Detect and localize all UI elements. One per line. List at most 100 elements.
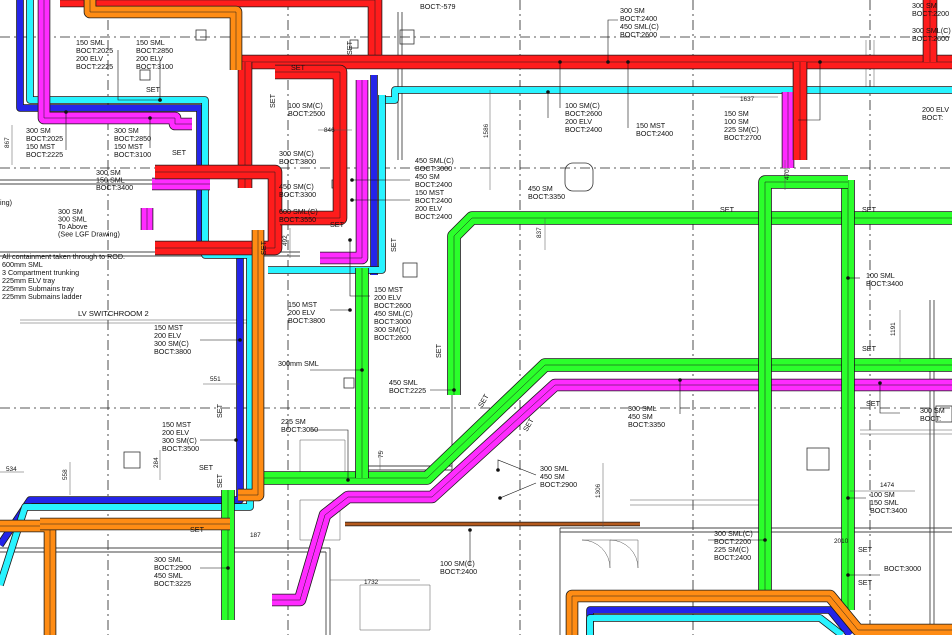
callout-a29-line: BOCT:3400 [866, 279, 903, 288]
callout-a21-line: BOCT:2400 [620, 14, 657, 23]
callout-a12-line: BOCT:2400 [415, 212, 452, 221]
callout-a8-line: BOCT:2500 [288, 109, 325, 118]
leader-dot [846, 573, 850, 577]
callout-a19-line: BOCT:3050 [281, 425, 318, 434]
dimension-label: 187 [250, 532, 261, 539]
callout-a36-line: 100 SM(C) [440, 559, 475, 568]
leader-dot [496, 468, 500, 472]
callout-a15: 300mm SML [278, 359, 319, 368]
callout-a29-line: 100 SML [866, 271, 895, 280]
callout-a21-line: 450 SML(C) [620, 22, 659, 31]
callout-a11-line: 600 SML(C) [279, 207, 318, 216]
callout-a13-line: 200 ELV [288, 308, 315, 317]
set-label: SET [345, 40, 354, 55]
callout-a12-line: 450 SM [415, 172, 440, 181]
set-label: SET [259, 240, 268, 255]
magenta-elv-tray-left-centreline [43, 0, 192, 125]
set-label: SET [389, 237, 398, 252]
callout-a27: 300 SML(C)BOCT:2600 [912, 26, 951, 43]
leader-line [499, 482, 537, 499]
callout-a5-line: 300 SM [114, 126, 139, 135]
dimension-label: 837 [536, 227, 543, 238]
leader-dot [846, 496, 850, 500]
leader-line [879, 383, 900, 414]
callout-a9: 300 SM(C)BOCT:3800 [279, 149, 316, 166]
leader-dot [350, 178, 354, 182]
set-label: SET [172, 148, 187, 157]
set-label: SET [190, 525, 205, 534]
dimension-label: 284 [153, 457, 160, 468]
callout-a30-line: BOCT:3350 [628, 420, 665, 429]
leader-dot [348, 238, 352, 242]
leader-line [349, 240, 370, 297]
callout-a2-line: 200 ELV [76, 54, 103, 63]
callout-a4-line: 300 SM [26, 126, 51, 135]
green-sml-tray-small-centreline [764, 181, 848, 600]
callout-a1: BOCT:-579 [420, 2, 456, 11]
green-sml-tray-lower-centreline [257, 364, 952, 479]
leader-line [117, 50, 160, 101]
callout-a35: BOCT:3000 [884, 564, 921, 573]
callout-a34-line: BOCT:2200 [714, 537, 751, 546]
callout-a39-line: ing) [0, 198, 12, 207]
set-label: SET [720, 205, 735, 214]
callout-a37-line: 225mm Submains ladder [2, 292, 83, 301]
red-sm-tray-return-centreline [275, 71, 341, 219]
callout-a22-line: 100 SM(C) [565, 101, 600, 110]
callout-a9-line: 300 SM(C) [279, 149, 314, 158]
callout-a28-line: BOCT: [922, 113, 943, 122]
callout-a17-line: 300 SM(C) [154, 339, 189, 348]
callout-a30-line: 300 SML [628, 404, 657, 413]
callout-a31-line: BOCT:2900 [540, 480, 577, 489]
callout-a33-line: BOCT:3400 [870, 506, 907, 515]
cyan-mst-tray-right [587, 615, 844, 635]
dimension-label: 1637 [740, 96, 755, 103]
set-label: SET [199, 463, 214, 472]
callout-a12-line: 150 MST [415, 188, 445, 197]
leader-lines [64, 19, 900, 577]
dimension-label: 1474 [880, 482, 895, 489]
leader-dot [346, 478, 350, 482]
callout-a4-line: 150 MST [26, 142, 56, 151]
leader-line [798, 62, 821, 121]
callout-a14-line: 150 MST [374, 285, 404, 294]
red-sm-tray-block-centreline [155, 171, 276, 249]
leader-dot [64, 110, 68, 114]
callout-a31-line: 300 SML [540, 464, 569, 473]
callout-a8-line: 100 SM(C) [288, 101, 323, 110]
callout-a30-line: 450 SM [628, 412, 653, 421]
callout-a5-line: BOCT:2850 [114, 134, 151, 143]
set-label: SET [866, 399, 881, 408]
dimension-label: 1732 [364, 579, 379, 586]
callout-a6-line: BOCT:3400 [96, 183, 133, 192]
dimension-label: 1191 [890, 322, 897, 336]
callout-a25-line: 150 SM [724, 109, 749, 118]
callout-a37-line: 225mm Submains tray [2, 284, 74, 293]
callout-a37: All containment taken through to ROD.600… [2, 252, 125, 301]
set-label: SET [146, 85, 161, 94]
callout-a20-line: 450 SML [154, 571, 183, 580]
callout-a10: 450 SM(C)BOCT:3300 [279, 182, 316, 199]
callout-a21-line: BOCT:2600 [620, 30, 657, 39]
leader-dot [606, 60, 610, 64]
leader-dot [158, 98, 162, 102]
callout-a18-line: 300 SM(C) [162, 436, 197, 445]
leader-dot [846, 276, 850, 280]
callout-a14-line: 300 SM(C) [374, 325, 409, 334]
dimension-label: 551 [210, 376, 221, 383]
callout-a37-line: 600mm SML [2, 260, 43, 269]
leader-dot [763, 538, 767, 542]
magenta-elv-tray-diag-centreline [272, 384, 952, 601]
